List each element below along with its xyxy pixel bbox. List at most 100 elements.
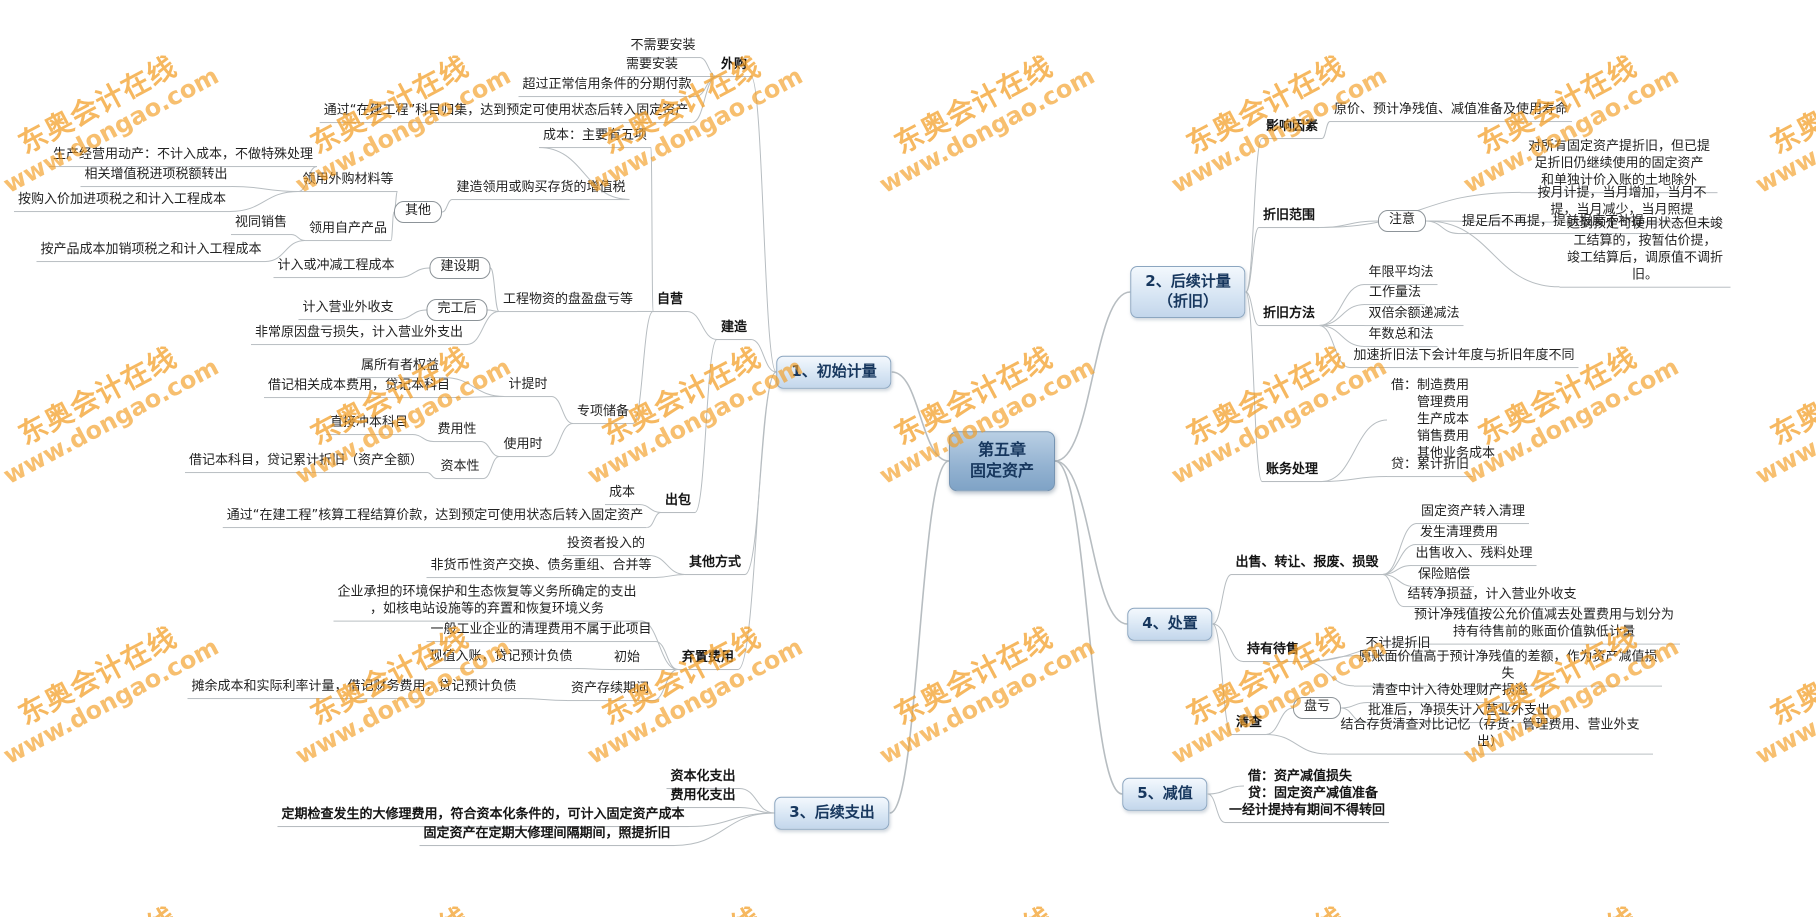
- mindmap-topic[interactable]: 初始: [609, 650, 645, 670]
- topic-other-methods[interactable]: 其他方式: [684, 555, 746, 575]
- mindmap-topic[interactable]: 通过“在建工程”科目归集，达到预定可使用状态后转入固定资产: [319, 103, 693, 123]
- mindmap-topic[interactable]: 资本化支出: [666, 769, 740, 789]
- mindmap-topic[interactable]: 年限平均法: [1364, 265, 1438, 285]
- mindmap-topic[interactable]: 现值入账，贷记预计负债: [425, 649, 577, 669]
- mindmap-topic[interactable]: 按产品成本加销项税之和计入工程成本: [36, 242, 266, 262]
- mindmap-topic[interactable]: 借记本科目，贷记累计折旧（资产全额）: [184, 453, 428, 473]
- topic-sale-transfer-scrap-damage[interactable]: 出售、转让、报废、损毁: [1231, 555, 1383, 575]
- mindmap-topic[interactable]: 注意: [1377, 210, 1427, 232]
- topic-influencing-factors[interactable]: 影响因素: [1261, 119, 1323, 139]
- mindmap-topic[interactable]: 成本: [604, 485, 640, 505]
- mindmap-topic[interactable]: 费用化支出: [666, 788, 740, 808]
- mindmap-topic[interactable]: 费用性: [433, 422, 481, 442]
- mindmap-topic[interactable]: 摊余成本和实际利率计量，借记财务费用，贷记预计负债: [187, 679, 521, 699]
- mindmap-topic[interactable]: 固定资产在定期大修理间隔期间，照提折旧: [419, 826, 675, 846]
- mindmap-topic[interactable]: 非常原因盘亏损失，计入营业外支出: [250, 325, 468, 345]
- mindmap-topic[interactable]: 领用自产产品: [304, 221, 392, 241]
- mindmap-topic[interactable]: 投资者投入的: [562, 536, 650, 556]
- mindmap-topic[interactable]: 原价、预计净残值、减值准备及使用寿命: [1329, 102, 1573, 122]
- mindmap-topic[interactable]: 领用外购材料等: [298, 172, 398, 192]
- topic-held-for-sale[interactable]: 持有待售: [1242, 642, 1304, 662]
- central-topic-chapter5-fixed-assets[interactable]: 第五章 固定资产: [948, 431, 1056, 491]
- mindmap-topic[interactable]: 定期检查发生的大修理费用，符合资本化条件的，可计入固定资产成本: [277, 807, 689, 827]
- mindmap-topic[interactable]: 出售收入、残料处理: [1411, 546, 1537, 566]
- mindmap-topic[interactable]: 一经计提持有期间不得转回: [1224, 803, 1390, 823]
- mindmap-connector-line: [750, 338, 777, 373]
- topic-contracted-out[interactable]: 出包: [660, 493, 696, 513]
- mindmap-connector-line: [1382, 543, 1417, 575]
- topic-self-operated[interactable]: 自营: [652, 292, 688, 312]
- mindmap-connector-line: [398, 267, 430, 278]
- mindmap-connector-line: [652, 668, 679, 701]
- mindmap-topic[interactable]: 固定资产转入清理: [1416, 504, 1530, 524]
- topic-external-purchase[interactable]: 外购: [716, 57, 752, 77]
- mindmap-topic[interactable]: 借：资产减值损失 贷：固定资产减值准备: [1247, 769, 1379, 801]
- main-topic-initial-measurement[interactable]: 1、初始计量: [776, 355, 892, 389]
- topic-accounting-treatment[interactable]: 账务处理: [1261, 462, 1323, 482]
- topic-construction[interactable]: 建造: [716, 320, 752, 340]
- mindmap-topic[interactable]: 贷：累计折旧: [1386, 457, 1474, 477]
- mindmap-topic[interactable]: 按购入价加进项税之和计入工程成本: [13, 192, 231, 212]
- mindmap-topic[interactable]: 按月计提，当月增加，当月不提，当月减少，当月照提: [1525, 186, 1719, 223]
- mindmap-topic[interactable]: 双倍余额递减法: [1364, 306, 1464, 326]
- mindmap-topic[interactable]: 建造领用或购买存货的增值税: [452, 180, 630, 200]
- mindmap-topic[interactable]: 清查中计入待处理财产损溢: [1367, 683, 1533, 703]
- mindmap-topic[interactable]: 借记相关成本费用，贷记本科目: [263, 378, 455, 398]
- mindmap-topic[interactable]: 借：制造费用 管理费用 生产成本 销售费用 其他业务成本: [1390, 377, 1496, 461]
- mindmap-topic[interactable]: 达到预定可使用状态但未竣工结算的，按暂估价提， 竣工结算后，调原值不调折旧。: [1559, 217, 1731, 288]
- topic-decommissioning-costs[interactable]: 弃置费用: [677, 650, 739, 670]
- mindmap-topic[interactable]: 直接冲本科目: [325, 415, 413, 435]
- mindmap-topic[interactable]: 建设期: [429, 257, 491, 279]
- mindmap-topic[interactable]: 年数总和法: [1364, 327, 1438, 347]
- topic-inventory-check[interactable]: 清查: [1231, 715, 1267, 735]
- mindmap-topic[interactable]: 结转净损益，计入营业外收支: [1403, 587, 1581, 607]
- main-topic-subsequent-expenditure[interactable]: 3、后续支出: [774, 796, 890, 830]
- mindmap-topic[interactable]: 不需要安装: [626, 38, 700, 58]
- mindmap-topic[interactable]: 完工后: [426, 299, 488, 321]
- main-topic-impairment[interactable]: 5、减值: [1122, 777, 1208, 811]
- mindmap-topic[interactable]: 需要安装: [621, 57, 683, 77]
- mindmap-topic[interactable]: 预计净残值按公允价值减去处置费用与划分为持有待售前的账面价值孰低计量: [1408, 608, 1680, 645]
- mindmap-topic[interactable]: 生产经营用动产：不计入成本，不做特殊处理: [48, 147, 318, 167]
- mindmap-topic[interactable]: 加速折旧法下会计年度与折旧年度不同: [1349, 348, 1579, 368]
- mindmap-connector-line: [1322, 419, 1387, 482]
- mindmap-topic[interactable]: 相关增值税进项税额转出: [80, 167, 232, 187]
- topic-depreciation-scope[interactable]: 折旧范围: [1258, 208, 1320, 228]
- topic-depreciation-methods[interactable]: 折旧方法: [1258, 306, 1320, 326]
- mindmap-topic[interactable]: 发生清理费用: [1415, 525, 1503, 545]
- mindmap-topic[interactable]: 工作量法: [1364, 285, 1426, 305]
- main-topic-disposal[interactable]: 4、处置: [1127, 607, 1213, 641]
- main-topic-subsequent-measurement[interactable]: 2、后续计量 （折旧）: [1130, 266, 1246, 318]
- mindmap-topic[interactable]: 资本性: [436, 459, 484, 479]
- mindmap-topic[interactable]: 盘亏: [1292, 697, 1342, 719]
- mindmap-topic[interactable]: 使用时: [499, 437, 547, 457]
- mindmap-topic[interactable]: 原账面价值高于预计净残值的差额，作为资产减值损失: [1354, 650, 1662, 687]
- mindmap-connector-line: [737, 371, 777, 670]
- mindmap-connector-line: [1303, 660, 1355, 687]
- mindmap-topic[interactable]: 通过“在建工程”核算工程结算价款，达到预定可使用状态后转入固定资产: [222, 508, 648, 528]
- mindmap-topic[interactable]: 属所有者权益: [356, 358, 444, 378]
- mindmap-topic[interactable]: 计入或冲减工程成本: [273, 258, 399, 278]
- mindmap-topic[interactable]: 专项储备: [572, 404, 634, 424]
- mindmap-topic[interactable]: 非货币性资产交换、债务重组、合并等: [426, 558, 656, 578]
- mindmap-topic[interactable]: 计入营业外收支: [298, 300, 398, 320]
- mindmap-topic[interactable]: 超过正常信用条件的分期付款: [518, 77, 696, 97]
- mindmap-topic[interactable]: 一般工业企业的清理费用不属于此项目: [426, 622, 656, 642]
- mindmap-connector-line: [1212, 573, 1232, 625]
- mindmap-topic[interactable]: 提足后不再提，提前报废不补提: [1457, 214, 1649, 234]
- mindmap-topic[interactable]: 对所有固定资产提折旧，但已提足折旧仍继续使用的固定资产 和单独计价入账的土地除外: [1520, 139, 1718, 193]
- mindmap-topic[interactable]: 不计提折旧: [1361, 636, 1435, 656]
- mindmap-topic[interactable]: 工程物资的盘盈盘亏等: [498, 292, 638, 312]
- mindmap-topic[interactable]: 批准后，净损失计入营业外支出: [1363, 703, 1555, 723]
- mindmap-topic[interactable]: 视同销售: [230, 215, 292, 235]
- mindmap-topic[interactable]: 企业承担的环境保护和生态恢复等义务所确定的支出 ，如核电站设施等的弃置和恢复环境…: [333, 585, 641, 622]
- mindmap-topic[interactable]: 计提时: [504, 377, 552, 397]
- mindmap-connector-line: [1207, 793, 1226, 823]
- mindmap-topic[interactable]: 成本：主要有五项: [538, 128, 652, 148]
- mindmap-topic[interactable]: 结合存货清查对比记忆（存货：管理费用、营业外支出）: [1327, 718, 1653, 755]
- mindmap-topic[interactable]: 其他: [393, 201, 443, 223]
- mindmap-topic[interactable]: 保险赔偿: [1413, 567, 1475, 587]
- mindmap-topic[interactable]: 资产存续期间: [566, 681, 654, 701]
- mindmap-connector-line: [647, 511, 662, 528]
- mindmap-connector-line: [1341, 701, 1368, 709]
